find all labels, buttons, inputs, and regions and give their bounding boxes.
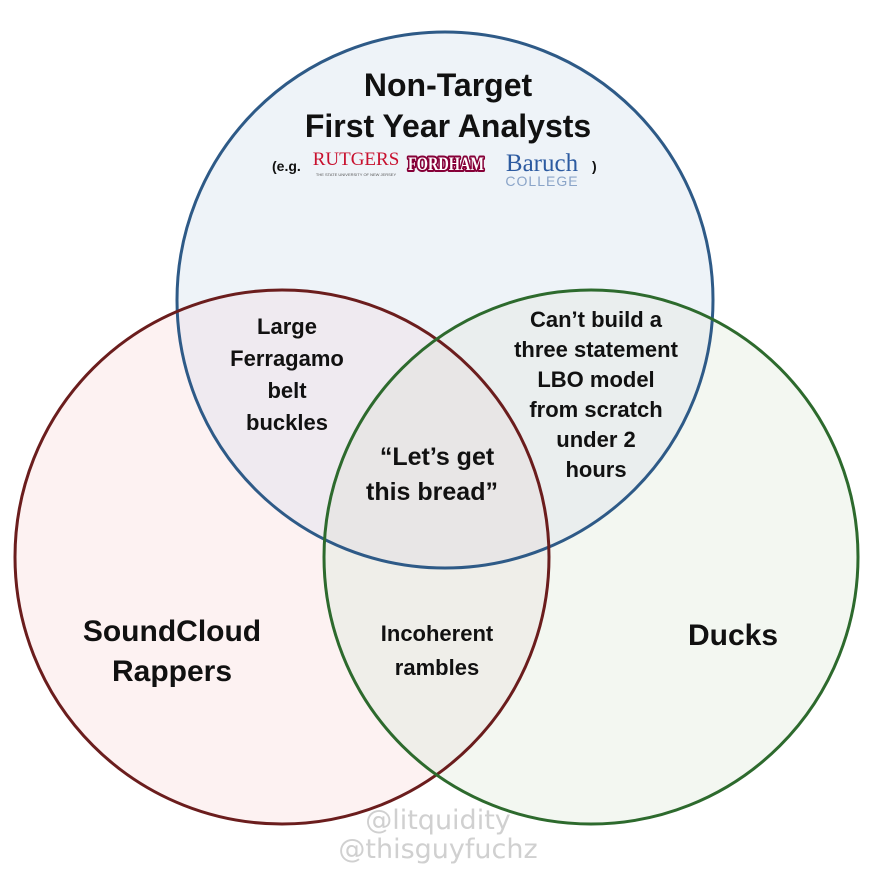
left-right-line: rambles <box>395 655 479 680</box>
watermark-line1: @litquidity <box>365 805 511 836</box>
intersection-top-left-label: Large Ferragamo belt buckles <box>230 314 344 435</box>
left-circle-label: SoundCloud Rappers <box>83 615 261 688</box>
top-circle-title-line1: Non-Target <box>364 67 533 103</box>
top-right-line: under 2 <box>556 427 635 452</box>
baruch-logo-sub: COLLEGE <box>505 173 578 189</box>
overlap-center <box>324 290 549 568</box>
top-circle-title-line2: First Year Analysts <box>305 108 591 144</box>
top-right-line: Can’t build a <box>530 307 663 332</box>
left-circle-outline <box>13 288 551 826</box>
eg-close: ) <box>592 158 597 174</box>
baruch-logo: Baruch COLLEGE <box>505 150 578 189</box>
top-left-line: Ferragamo <box>230 346 344 371</box>
right-circle-outline <box>322 288 860 826</box>
rutgers-logo: RUTGERS THE STATE UNIVERSITY OF NEW JERS… <box>313 149 400 177</box>
top-left-line: buckles <box>246 410 328 435</box>
rutgers-logo-tagline: THE STATE UNIVERSITY OF NEW JERSEY <box>316 172 397 177</box>
top-right-line: hours <box>565 457 626 482</box>
watermark-line2: @thisguyfuchz <box>338 834 537 865</box>
top-right-line: from scratch <box>529 397 662 422</box>
fordham-logo: FORDHAM <box>406 152 486 177</box>
center-line: this bread” <box>366 478 498 506</box>
right-circle-label: Ducks <box>688 619 778 652</box>
fordham-logo-name: FORDHAM <box>408 154 484 175</box>
top-right-line: LBO model <box>537 367 654 392</box>
intersection-top-right-label: Can’t build a three statement LBO model … <box>514 307 679 482</box>
center-line: “Let’s get <box>380 443 495 471</box>
top-left-line: Large <box>257 314 317 339</box>
eg-open: (e.g. <box>272 158 301 174</box>
intersection-center-label: “Let’s get this bread” <box>366 443 498 506</box>
baruch-logo-name: Baruch <box>506 150 579 177</box>
rutgers-logo-name: RUTGERS <box>313 149 400 170</box>
left-right-line: Incoherent <box>381 621 494 646</box>
intersection-left-right-label: Incoherent rambles <box>381 621 494 680</box>
top-circle-outline <box>175 30 715 570</box>
left-circle-label-line2: Rappers <box>112 655 232 688</box>
left-circle-label-line1: SoundCloud <box>83 615 261 648</box>
top-left-line: belt <box>267 378 307 403</box>
top-right-line: three statement <box>514 337 679 362</box>
